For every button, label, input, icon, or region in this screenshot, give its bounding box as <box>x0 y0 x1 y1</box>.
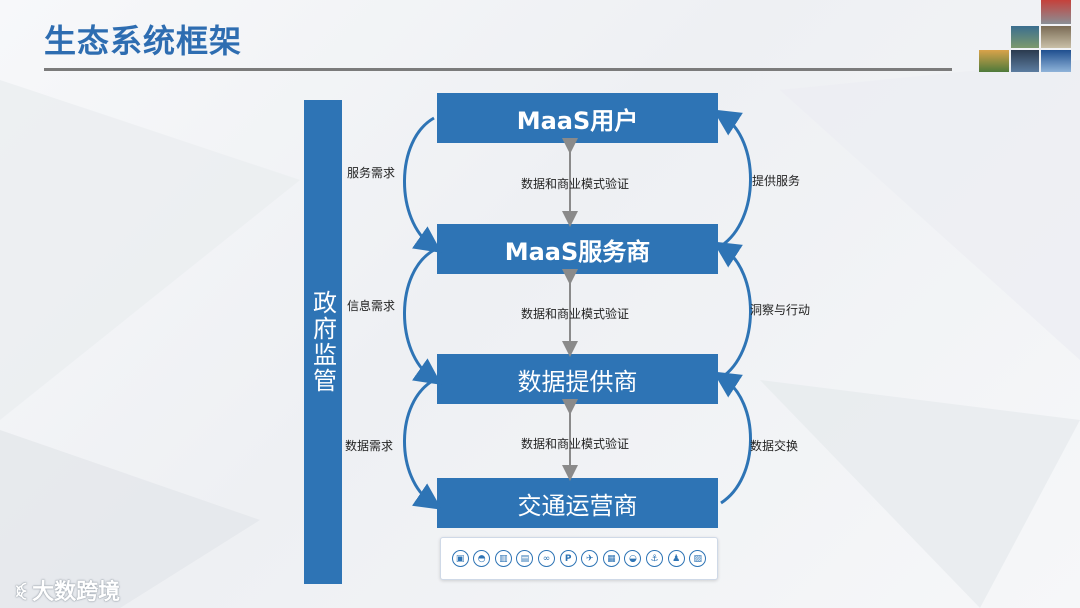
watermark-logo-icon: ꀥ <box>14 583 28 604</box>
plane-icon: ✈ <box>581 550 598 567</box>
train-icon: ▦ <box>603 550 620 567</box>
subway-icon: ▤ <box>516 550 533 567</box>
right-arc-1 <box>721 116 751 246</box>
right-label-provide-service: 提供服务 <box>752 172 800 189</box>
right-arc-2 <box>721 248 751 378</box>
bike-icon: ∞ <box>538 550 555 567</box>
left-arc-1 <box>404 118 434 246</box>
right-label-insight-action: 洞察与行动 <box>750 301 810 318</box>
left-arc-2 <box>404 250 434 378</box>
left-label-info-demand: 信息需求 <box>347 297 395 314</box>
left-label-data-demand: 数据需求 <box>345 437 393 454</box>
transport-icon-strip: ▣ ◓ ▥ ▤ ∞ P ✈ ▦ ◒ ⚓ ♟ ▨ <box>440 537 718 580</box>
right-label-data-exchange: 数据交换 <box>750 437 798 454</box>
walk-icon: ♟ <box>668 550 685 567</box>
center-label-1: 数据和商业模式验证 <box>500 175 650 192</box>
right-arc-3 <box>721 378 751 503</box>
left-label-service-demand: 服务需求 <box>347 164 395 181</box>
tram-icon: ▥ <box>495 550 512 567</box>
metro-icon: ▨ <box>689 550 706 567</box>
center-label-3: 数据和商业模式验证 <box>500 435 650 452</box>
taxi-icon: ◒ <box>624 550 641 567</box>
car-icon: ◓ <box>473 550 490 567</box>
ship-icon: ⚓ <box>646 550 663 567</box>
left-arc-3 <box>404 380 434 503</box>
center-label-2: 数据和商业模式验证 <box>500 305 650 322</box>
bus-icon: ▣ <box>452 550 469 567</box>
watermark-text: 大数跨境 <box>32 580 120 605</box>
parking-icon: P <box>560 550 577 567</box>
